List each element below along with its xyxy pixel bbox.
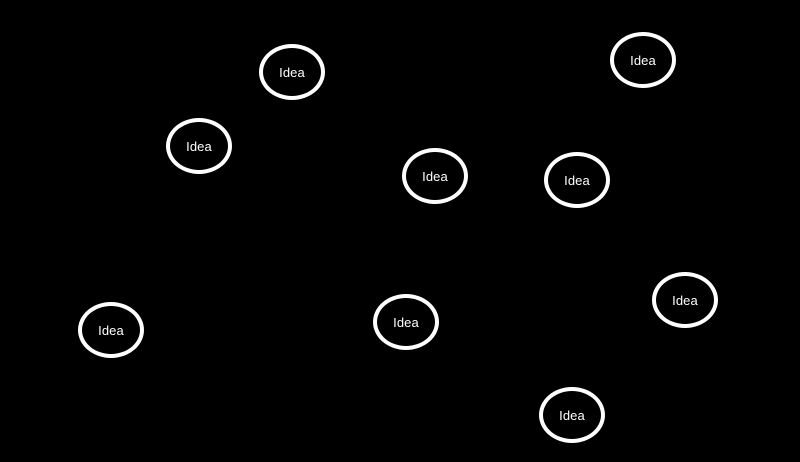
idea-label: Idea xyxy=(630,52,656,68)
idea-label: Idea xyxy=(564,172,590,188)
idea-node[interactable]: Idea xyxy=(166,118,232,174)
idea-node[interactable]: Idea xyxy=(78,302,144,358)
idea-node[interactable]: Idea xyxy=(373,294,439,350)
idea-node[interactable]: Idea xyxy=(402,148,468,204)
idea-label: Idea xyxy=(98,322,124,338)
idea-label: Idea xyxy=(393,314,419,330)
idea-node[interactable]: Idea xyxy=(610,32,676,88)
idea-label: Idea xyxy=(422,168,448,184)
idea-node[interactable]: Idea xyxy=(259,44,325,100)
idea-node[interactable]: Idea xyxy=(544,152,610,208)
idea-node[interactable]: Idea xyxy=(652,272,718,328)
idea-node[interactable]: Idea xyxy=(539,387,605,443)
idea-label: Idea xyxy=(559,407,585,423)
idea-label: Idea xyxy=(186,138,212,154)
idea-label: Idea xyxy=(672,292,698,308)
idea-label: Idea xyxy=(279,64,305,80)
